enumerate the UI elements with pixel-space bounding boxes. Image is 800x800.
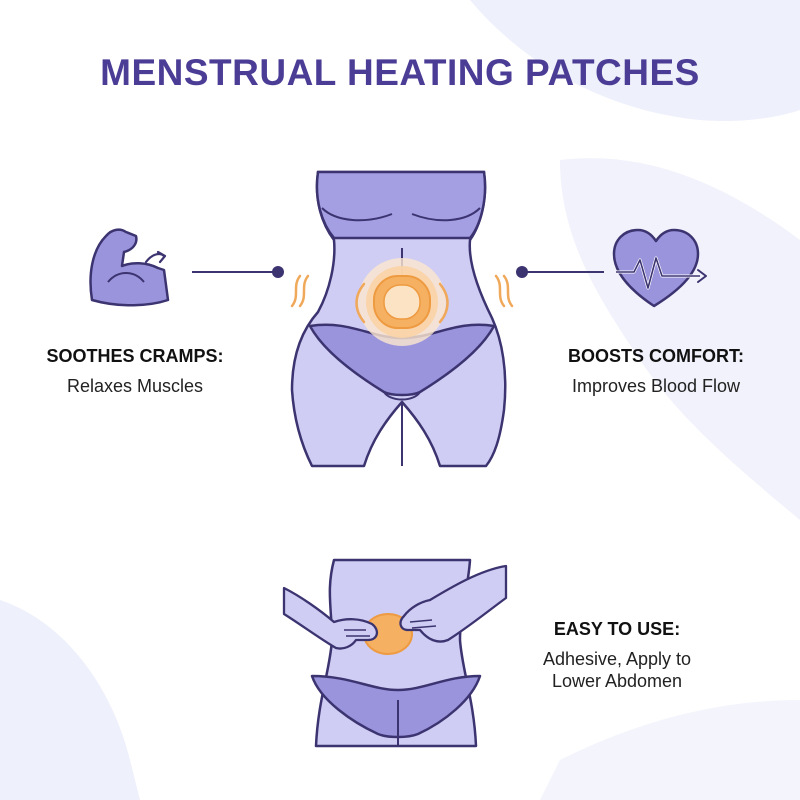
feature-soothes-cramps: SOOTHES CRAMPS: Relaxes Muscles [20,346,250,397]
feature-easy-to-use: EASY TO USE: Adhesive, Apply to Lower Ab… [512,619,722,692]
page-title: MENSTRUAL HEATING PATCHES [100,52,700,93]
heart-pulse-icon [612,228,707,308]
application-figure [282,558,508,748]
heat-waves-right [438,274,514,324]
feature-heading: BOOSTS COMFORT: [568,346,744,366]
feature-description-line: Lower Abdomen [551,671,683,691]
feature-heading: EASY TO USE: [553,619,681,639]
heat-waves-left [290,274,366,324]
flexed-arm-icon [89,228,170,307]
feature-boosts-comfort: BOOSTS COMFORT: Improves Blood Flow [538,346,774,397]
feature-description-line: Adhesive, Apply to [542,649,692,669]
right-connector [516,266,604,278]
left-connector [192,266,284,278]
feature-description: Relaxes Muscles [66,376,204,396]
feature-heading: SOOTHES CRAMPS: [46,346,224,366]
heating-patch [358,258,446,346]
feature-description: Adhesive, Apply to Lower Abdomen [512,648,722,692]
feature-description: Improves Blood Flow [571,376,741,396]
